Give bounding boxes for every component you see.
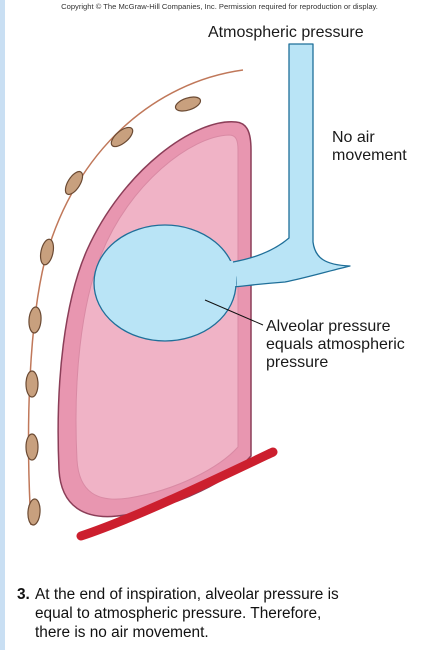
- rib: [26, 434, 38, 460]
- caption-step-number: 3.: [17, 585, 30, 604]
- figure-caption: 3. At the end of inspiration, alveolar p…: [17, 585, 427, 642]
- caption-line: At the end of inspiration, alveolar pres…: [17, 585, 427, 604]
- alveolar-pressure-label: Alveolar pressure equals atmospheric pre…: [266, 318, 405, 372]
- rib: [38, 238, 55, 266]
- caption-line: there is no air movement.: [17, 623, 427, 642]
- diagram-canvas: Copyright © The McGraw-Hill Companies, I…: [5, 0, 434, 650]
- atmospheric-pressure-label: Atmospheric pressure: [208, 24, 364, 42]
- rib: [26, 371, 38, 397]
- caption-line: equal to atmospheric pressure. Therefore…: [17, 604, 427, 623]
- rib: [174, 94, 202, 113]
- rib: [28, 307, 42, 334]
- rib: [62, 169, 86, 197]
- no-air-movement-label: No air movement: [332, 129, 407, 165]
